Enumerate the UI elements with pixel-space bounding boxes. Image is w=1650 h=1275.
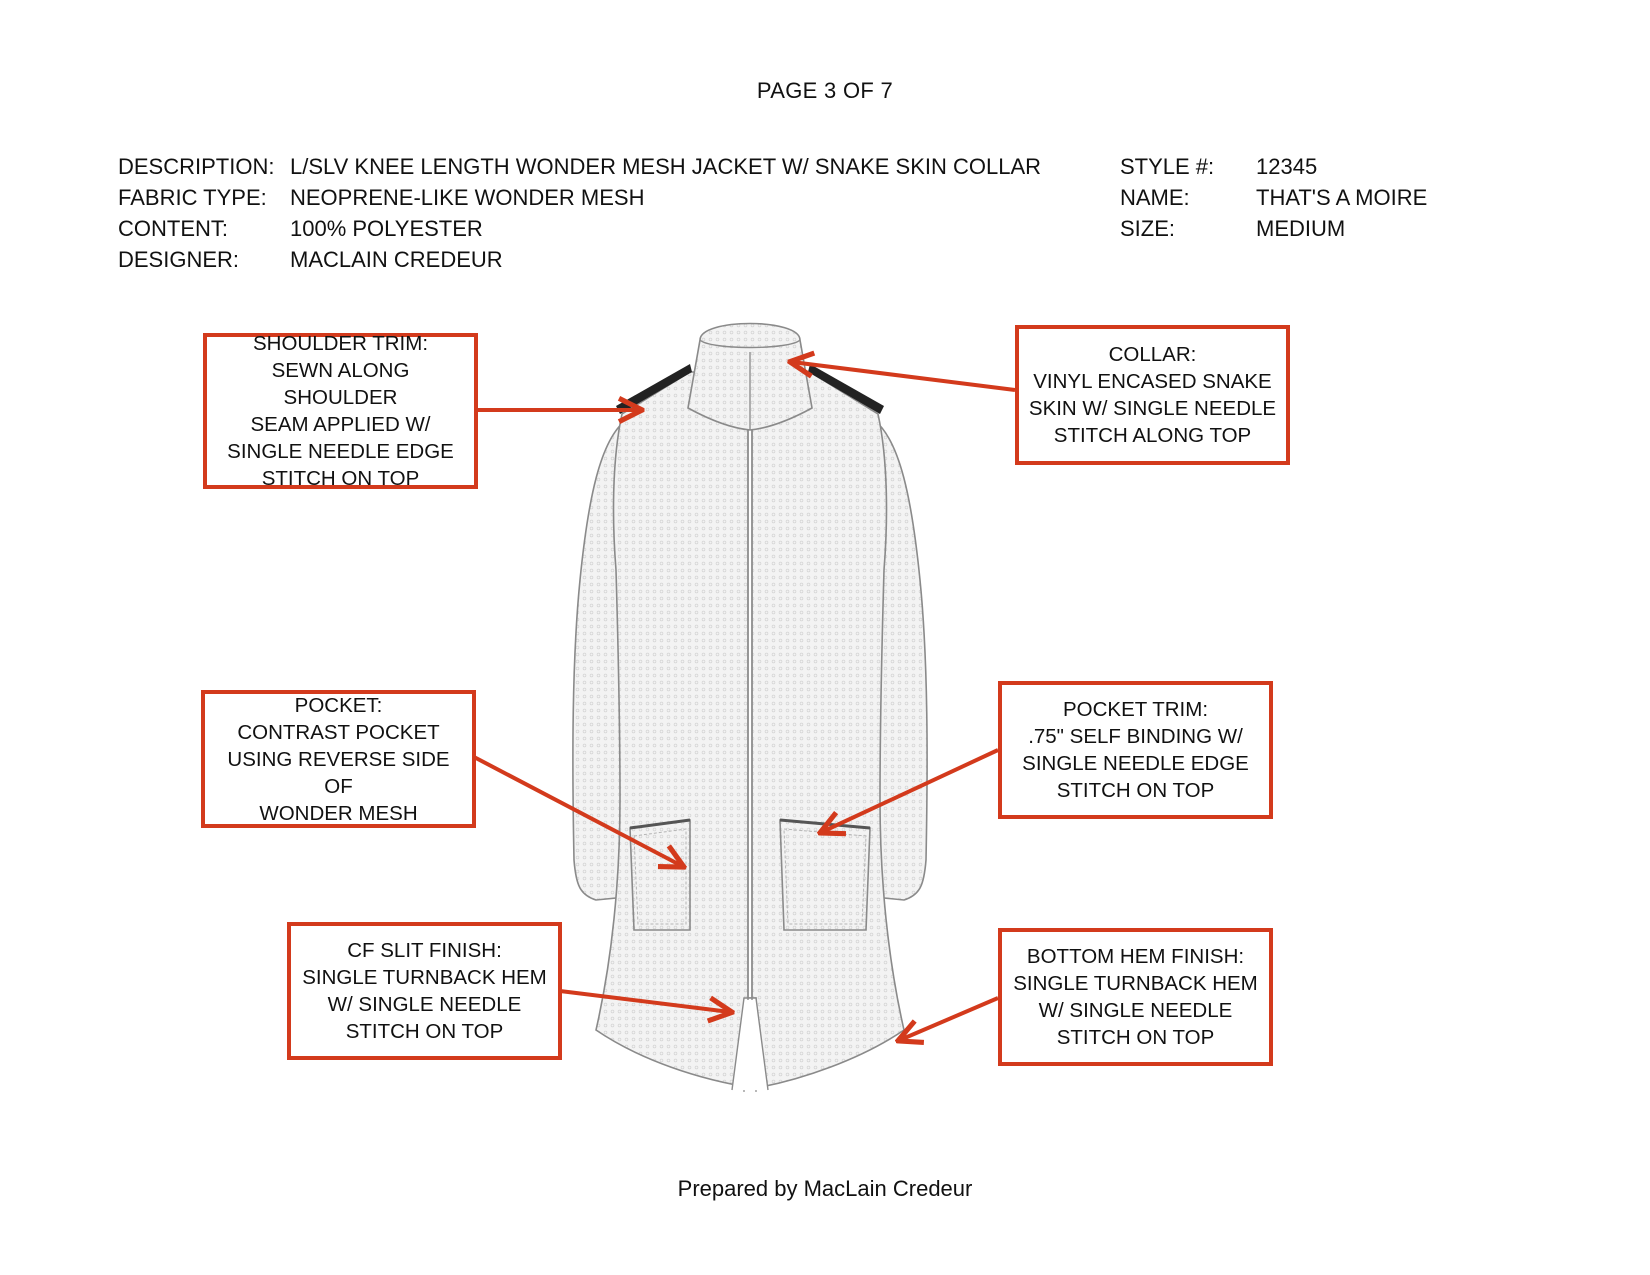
left-pocket: [629, 819, 691, 931]
spec-row-content: CONTENT: 100% POLYESTER: [118, 213, 1041, 244]
spec-label: DESCRIPTION:: [118, 154, 275, 179]
callout-pocket: POCKET: CONTRAST POCKET USING REVERSE SI…: [201, 690, 476, 828]
leader-cf-slit: [559, 989, 730, 1012]
spec-label: SIZE:: [1120, 216, 1176, 241]
prepared-by-footer: Prepared by MacLain Credeur: [677, 1176, 973, 1201]
spec-label: FABRIC TYPE:: [118, 185, 267, 210]
callout-text: CF SLIT FINISH: SINGLE TURNBACK HEM W/ S…: [302, 939, 547, 1043]
left-front-panel: [595, 371, 755, 1089]
leader-pocket: [473, 755, 682, 866]
callout-text: SHOULDER TRIM: SEWN ALONG SHOULDER SEAM …: [227, 332, 454, 490]
spec-label: CONTENT:: [118, 216, 228, 241]
callout-text: POCKET TRIM: .75" SELF BINDING W/ SINGLE…: [1022, 698, 1249, 802]
callout-text: BOTTOM HEM FINISH: SINGLE TURNBACK HEM W…: [1013, 945, 1258, 1049]
spec-value: MACLAIN CREDEUR: [290, 247, 503, 272]
spec-row-description: DESCRIPTION: L/SLV KNEE LENGTH WONDER ME…: [118, 151, 1041, 182]
leader-bottom-hem: [900, 996, 999, 1040]
right-shoulder-trim: [808, 364, 884, 414]
callout-text: POCKET: CONTRAST POCKET USING REVERSE SI…: [227, 693, 450, 825]
callout-collar: COLLAR: VINYL ENCASED SNAKE SKIN W/ SING…: [1015, 325, 1290, 465]
spec-right: STYLE #: 12345 NAME: THAT'S A MOIRE SIZE…: [1120, 151, 1427, 244]
spec-row-name: NAME: THAT'S A MOIRE: [1120, 182, 1427, 213]
callout-bottom-hem-finish: BOTTOM HEM FINISH: SINGLE TURNBACK HEM W…: [998, 928, 1273, 1066]
spec-label: DESIGNER:: [118, 247, 240, 272]
spec-value: THAT'S A MOIRE: [1256, 185, 1428, 210]
right-pocket: [779, 819, 871, 931]
spec-row-style: STYLE #: 12345: [1120, 151, 1427, 182]
callout-shoulder-trim: SHOULDER TRIM: SEWN ALONG SHOULDER SEAM …: [203, 332, 478, 490]
callout-text: COLLAR: VINYL ENCASED SNAKE SKIN W/ SING…: [1028, 343, 1277, 447]
page-title: PAGE 3 OF 7: [756, 78, 894, 103]
callout-pocket-trim: POCKET TRIM: .75" SELF BINDING W/ SINGLE…: [998, 681, 1273, 819]
spec-value: L/SLV KNEE LENGTH WONDER MESH JACKET W/ …: [290, 154, 1042, 179]
leader-pocket-trim: [822, 748, 999, 832]
spec-row-fabric-type: FABRIC TYPE: NEOPRENE-LIKE WONDER MESH: [118, 182, 1041, 213]
spec-label: NAME:: [1120, 185, 1190, 210]
callout-cf-slit-finish: CF SLIT FINISH: SINGLE TURNBACK HEM W/ S…: [287, 922, 562, 1060]
spec-row-designer: DESIGNER: MACLAIN CREDEUR: [118, 244, 1041, 275]
spec-label: STYLE #:: [1120, 154, 1215, 179]
spec-value: NEOPRENE-LIKE WONDER MESH: [290, 185, 645, 210]
spec-value: 100% POLYESTER: [290, 216, 483, 241]
leader-collar: [792, 362, 1016, 392]
spec-left: DESCRIPTION: L/SLV KNEE LENGTH WONDER ME…: [118, 151, 1041, 275]
right-front-panel: [751, 371, 905, 1089]
spec-row-size: SIZE: MEDIUM: [1120, 213, 1427, 244]
spec-value: 12345: [1256, 154, 1318, 179]
spec-value: MEDIUM: [1256, 216, 1346, 241]
